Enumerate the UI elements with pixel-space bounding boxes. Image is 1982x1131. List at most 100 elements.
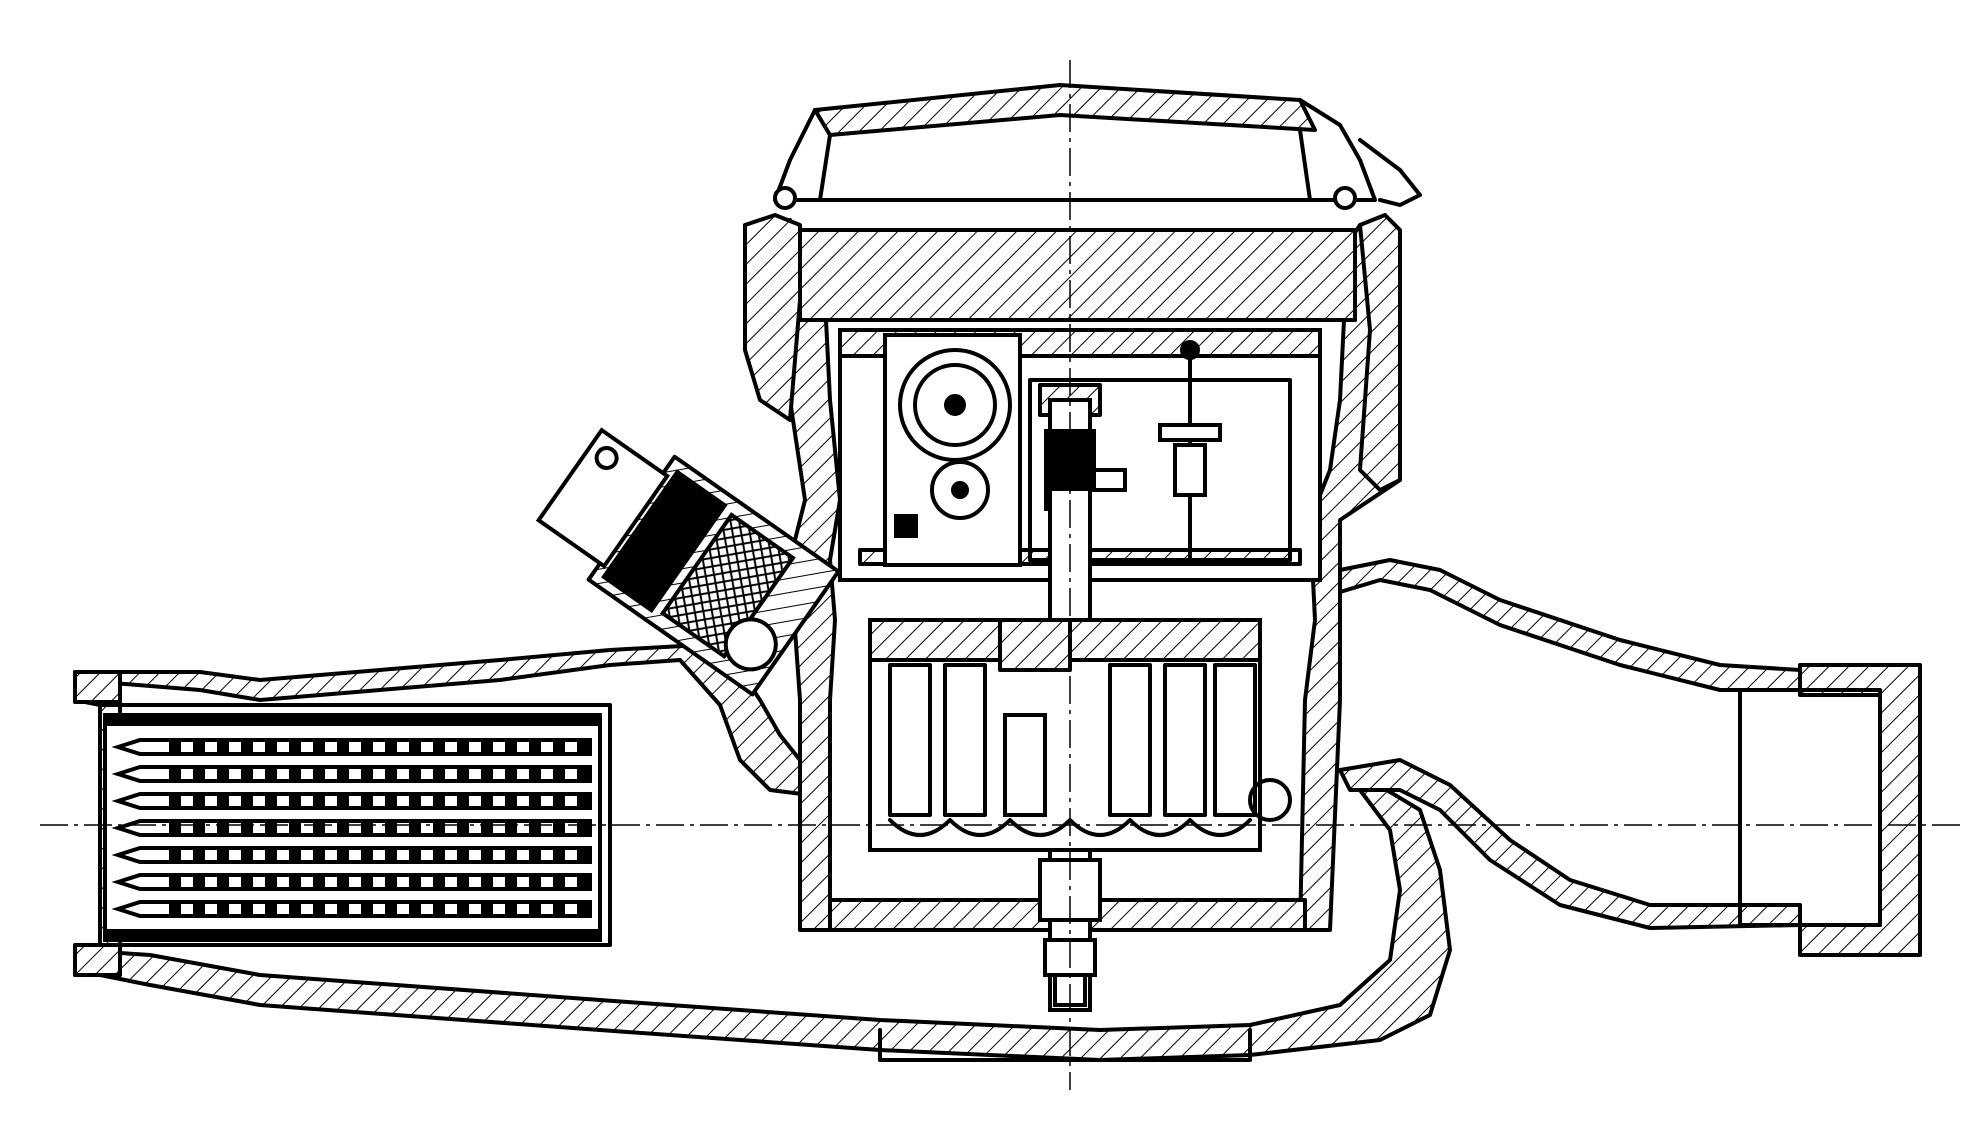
strainer-slot <box>577 904 589 914</box>
strainer-slot <box>361 769 373 779</box>
strainer-slot <box>457 877 469 887</box>
strainer-slot <box>217 769 229 779</box>
strainer-slot <box>265 904 277 914</box>
strainer-slot <box>457 742 469 752</box>
strainer-slot <box>577 823 589 833</box>
strainer-slot <box>217 796 229 806</box>
strainer-slot <box>337 769 349 779</box>
strainer-slot <box>481 742 493 752</box>
impeller-vane <box>888 663 932 817</box>
screw-cap <box>535 427 671 569</box>
strainer-slot <box>457 796 469 806</box>
cover-inner-dome <box>818 128 1312 202</box>
strainer-slot <box>553 769 565 779</box>
strainer-slot <box>265 823 277 833</box>
strainer-slot <box>505 850 517 860</box>
strainer-fins <box>111 738 592 918</box>
strainer-slot <box>241 877 253 887</box>
strainer-slot <box>217 742 229 752</box>
strainer-slot <box>313 742 325 752</box>
strainer-slot <box>433 769 445 779</box>
strainer-slot <box>169 796 181 806</box>
strainer-basket <box>103 713 602 942</box>
strainer-slot <box>505 877 517 887</box>
strainer-slot <box>289 823 301 833</box>
strainer-slot <box>241 742 253 752</box>
strainer-slot <box>289 796 301 806</box>
strainer-slot <box>409 877 421 887</box>
drive-gear-outer <box>898 348 1012 462</box>
strainer-top-band <box>104 714 601 726</box>
strainer-slot <box>385 823 397 833</box>
strainer-slot <box>433 877 445 887</box>
pointer-spindle-top <box>1180 340 1200 360</box>
strainer-slot <box>409 742 421 752</box>
strainer-slot <box>457 823 469 833</box>
strainer-slot <box>505 823 517 833</box>
strainer-slot <box>361 823 373 833</box>
strainer-slot <box>337 742 349 752</box>
drive-gear-hub <box>944 394 966 416</box>
strainer-slot <box>433 823 445 833</box>
strainer-slot <box>313 877 325 887</box>
cover-right-lug-hole <box>1333 186 1357 210</box>
screw-packing <box>659 512 796 660</box>
screw-valve-ball <box>723 617 778 672</box>
strainer-slot <box>529 877 541 887</box>
cover-right-hinge <box>1358 138 1422 207</box>
strainer-slot <box>481 877 493 887</box>
pointer-spindle-body <box>1173 443 1207 497</box>
strainer-slot <box>409 904 421 914</box>
strainer-slot <box>577 742 589 752</box>
strainer-slot <box>169 742 181 752</box>
strainer-slot <box>481 850 493 860</box>
strainer-slot <box>169 769 181 779</box>
screw-thread-block <box>601 469 728 613</box>
strainer-slot <box>409 850 421 860</box>
strainer-slot <box>385 877 397 887</box>
pinion-hub <box>951 481 969 499</box>
strainer-fin <box>111 765 592 783</box>
strainer-slot <box>553 796 565 806</box>
strainer-slot <box>337 904 349 914</box>
strainer-slot <box>361 904 373 914</box>
register-right-chamber <box>1028 378 1292 562</box>
strainer-slot <box>553 742 565 752</box>
strainer-slot <box>529 850 541 860</box>
strainer-slot <box>553 850 565 860</box>
strainer-slot <box>241 823 253 833</box>
strainer-slot <box>529 796 541 806</box>
strainer-slot <box>481 769 493 779</box>
strainer-slot <box>193 742 205 752</box>
strainer-slot <box>265 850 277 860</box>
strainer-slot <box>289 877 301 887</box>
strainer-slot <box>385 796 397 806</box>
pointer-spindle-collar <box>1158 423 1222 442</box>
strainer-slot <box>505 904 517 914</box>
strainer-slot <box>529 904 541 914</box>
strainer-slot <box>505 742 517 752</box>
strainer-slot <box>193 823 205 833</box>
strainer-slot <box>529 742 541 752</box>
regulating-screw-boss <box>535 427 841 697</box>
strainer-slot <box>289 904 301 914</box>
strainer-slot <box>409 796 421 806</box>
strainer-slot <box>265 769 277 779</box>
strainer-slot <box>409 769 421 779</box>
strainer-slot <box>409 823 421 833</box>
strainer-fin <box>111 846 592 864</box>
strainer-slot <box>265 877 277 887</box>
strainer-slot <box>505 796 517 806</box>
outlet-flange <box>1798 663 1922 957</box>
strainer-slot <box>505 769 517 779</box>
strainer-bottom-band <box>104 929 601 941</box>
strainer-slot <box>433 742 445 752</box>
strainer-slot <box>481 823 493 833</box>
strainer-slot <box>193 796 205 806</box>
strainer-slot <box>289 742 301 752</box>
strainer-slot <box>433 796 445 806</box>
strainer-slot <box>361 850 373 860</box>
impeller-chamber <box>868 618 1292 852</box>
